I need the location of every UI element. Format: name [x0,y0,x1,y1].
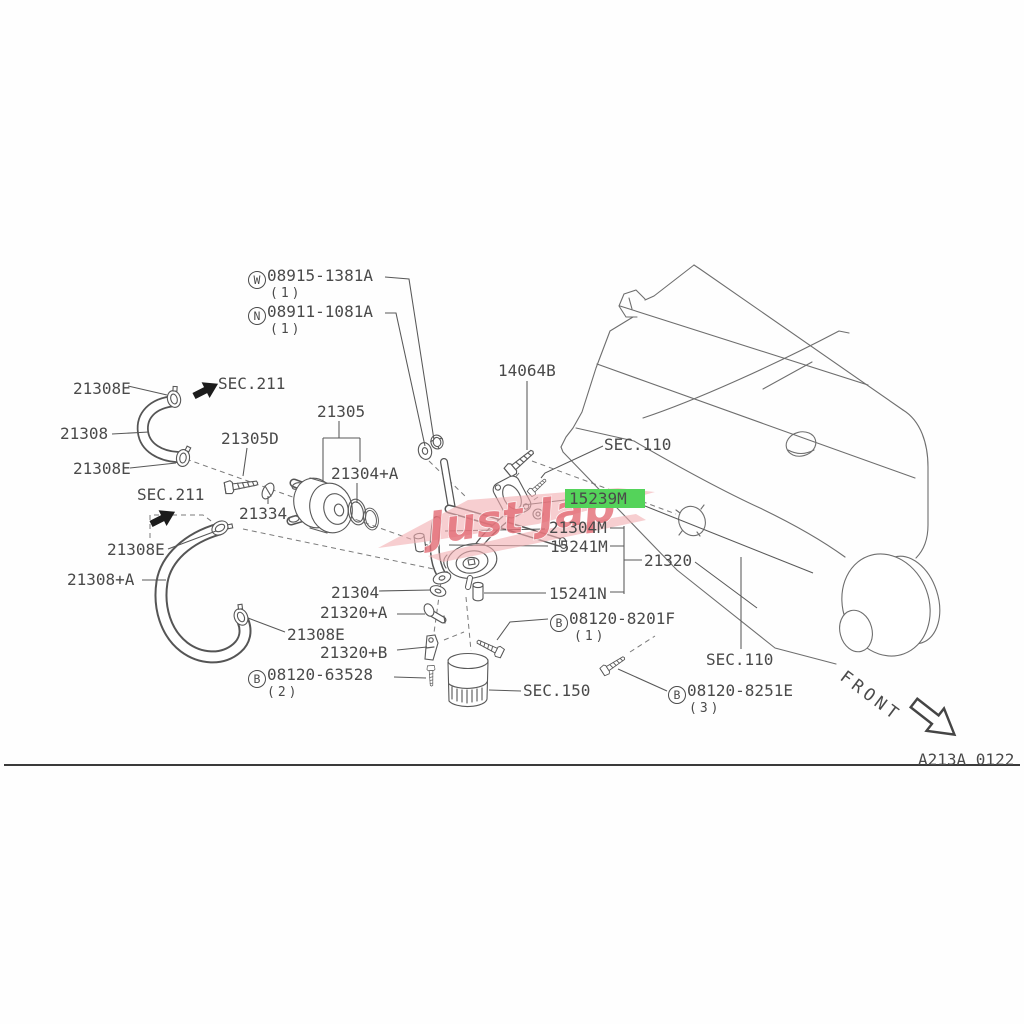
engine-block-outline [560,264,941,665]
callout-21308e-4: 21308E [287,625,345,644]
callout-21304a: 21304+A [331,464,399,483]
callout-sec110-bottom: SEC.110 [706,650,774,669]
callout-14064b: 14064B [498,361,556,380]
washer-21304 [429,585,447,597]
callout-15241n: 15241N [549,584,607,603]
callout-sec211-top: SEC.211 [218,374,286,393]
bolt-8251e [599,652,628,677]
connector-21334 [261,482,275,500]
oil-cooler [286,477,353,534]
callout-sec150: SEC.150 [523,681,591,700]
bottom-rule [4,764,1020,766]
highlight-15239m [565,489,645,508]
callout-15241m: 15241M [550,537,608,556]
circled-b: B [668,685,686,704]
block-mount-hole [675,504,706,537]
callout-21320b: 21320+B [320,643,388,662]
bracket-21320b [424,634,439,661]
qty-08915: (1) [270,286,303,301]
oil-filter [447,652,489,708]
sec211-arrow-bottom [147,503,180,532]
callout-sec110-top: SEC.110 [604,435,672,454]
connector-21320a [423,603,447,624]
callout-21304m: 21304M [549,518,607,537]
qty-8251e: (3) [689,701,722,716]
circled-b: B [550,613,568,632]
circled-b: B [248,669,266,688]
plug-15241n [472,581,484,602]
callout-21334: 21334 [239,504,288,523]
stud-washer-nut [415,433,446,462]
callout-21308e-2: 21308E [73,459,131,478]
callout-21308e-3: 21308E [107,540,165,559]
water-hose-upper [136,384,192,468]
circled-n: N [248,306,266,325]
callout-21308: 21308 [60,424,109,443]
leader-lines [111,276,814,692]
callout-21320: 21320 [644,551,693,570]
callout-21320a: 21320+A [320,603,388,622]
water-hose-lower [154,515,252,664]
qty-8201f: (1) [574,629,607,644]
diagram-code: A213A 0122 [918,750,1015,769]
circled-w: W [248,270,266,289]
callout-21308e-1: 21308E [73,379,131,398]
callout-15239m-highlighted: 15239M [569,489,627,508]
qty-63528: (2) [267,685,300,700]
screw-63528 [426,665,436,687]
callout-sec211-bottom: SEC.211 [137,485,205,504]
qty-08911: (1) [270,322,303,337]
callout-21305: 21305 [317,402,366,421]
bolt-14064b [502,445,538,479]
front-direction-arrow [908,697,957,737]
callout-21305d: 21305D [221,429,279,448]
callout-21308a: 21308+A [67,570,135,589]
callout-21304: 21304 [331,583,380,602]
